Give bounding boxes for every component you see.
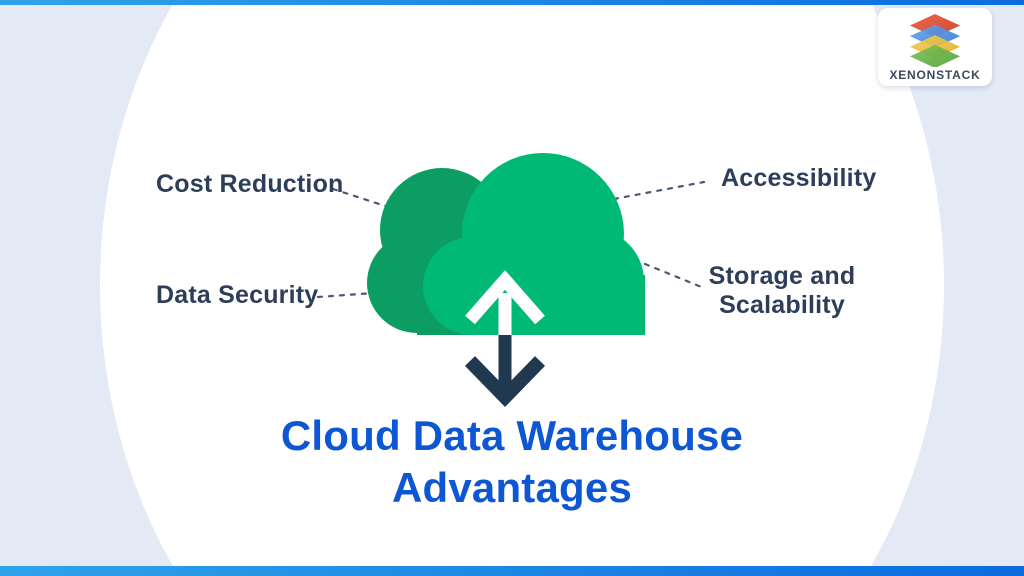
connector-data-security — [316, 291, 376, 299]
top-accent-bar — [0, 0, 1024, 5]
connector-cost-reduction — [331, 187, 418, 218]
bottom-accent-bar — [0, 566, 1024, 576]
label-data-security: Data Security — [156, 281, 319, 309]
xenonstack-layers-icon — [909, 13, 961, 67]
page-title: Cloud Data Warehouse Advantages — [0, 410, 1024, 514]
label-accessibility: Accessibility — [721, 164, 877, 192]
page-title-line2: Advantages — [391, 464, 633, 511]
connector-storage — [643, 262, 706, 290]
connector-accessibility — [612, 180, 706, 201]
logo-layer-green — [909, 44, 961, 67]
logo-brand-text: XENONSTACK — [889, 68, 981, 82]
label-cost-reduction: Cost Reduction — [156, 170, 344, 198]
label-storage-scalability: Storage and Scalability — [708, 262, 856, 319]
up-arrow-icon — [465, 270, 545, 335]
down-arrow-icon — [464, 335, 546, 408]
page-title-line1: Cloud Data Warehouse — [280, 412, 744, 459]
cloud-icon — [367, 153, 645, 408]
xenonstack-logo: XENONSTACK — [878, 8, 992, 86]
